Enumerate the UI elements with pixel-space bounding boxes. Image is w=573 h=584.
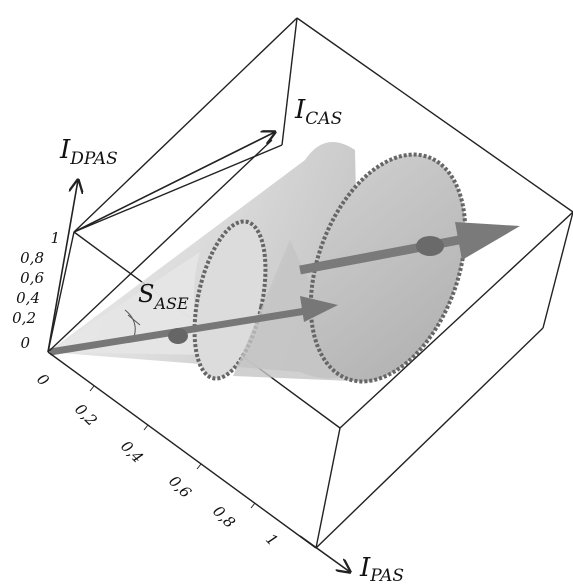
vertical-tick: 0,8 [20,249,44,267]
z-axis-arrow [47,180,78,353]
z-axis-label: IDPAS [59,135,118,169]
vertical-tick-labels: 1 0,8 0,6 0,4 0,2 0 [12,229,60,352]
diagonal-tick: 0,2 [71,400,101,430]
diagonal-tick: 0,8 [209,502,239,532]
box-front-edges [47,139,544,549]
cone-body [48,142,468,384]
y-axis-arrow [73,132,275,233]
y-axis-label: ICAS [294,95,342,129]
vectors [49,222,520,356]
x-axis-arrow [299,535,350,572]
vertical-tick: 0 [20,334,30,352]
box-back-edges [73,17,573,429]
short-vector-head [300,296,338,322]
vertical-tick: 0,4 [16,289,40,307]
x-axis-label: IPAS [359,553,404,584]
vertical-tick: 0,6 [20,269,44,287]
long-vector-head [455,222,520,260]
diagonal-tick: 0,6 [165,472,195,502]
vertical-tick: 0,2 [12,309,36,327]
vertical-tick: 1 [50,229,60,247]
long-vector [299,231,481,275]
diagonal-tick: 0,4 [117,437,147,467]
diagonal-tick: 1 [262,530,281,549]
diagonal-tick: 0 [33,370,53,390]
small-ellipse [192,219,268,381]
axis-arrows [47,132,350,572]
diagonal-tick-labels: 0 0,2 0,4 0,6 0,8 1 [33,370,281,549]
s-ase-label: SASE [138,280,189,313]
large-ellipse [308,152,468,384]
cone-lower-band [48,252,205,355]
diagonal-tick-marks [89,385,256,509]
